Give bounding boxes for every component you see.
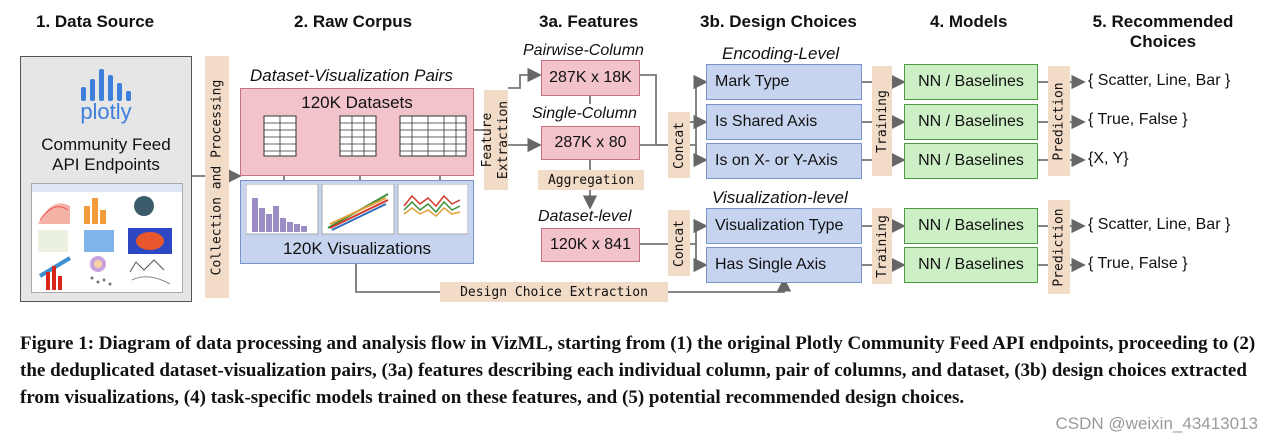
concat-top-label: Concat [668,112,690,178]
datasets-label: 120K Datasets [301,93,413,112]
dataset-level-label: Dataset-level [538,208,632,225]
header-recommended: 5. Recommended Choices [1092,12,1234,51]
visualization-thumbnails [246,184,468,235]
header-data-source: 1. Data Source [36,12,155,31]
pairwise-column-label: Pairwise-Column [523,42,644,59]
plotly-bars-icon [81,69,131,101]
aggregation-label: Aggregation [538,170,644,190]
table-icons [263,115,467,157]
encoding-level-label: Encoding-Level [722,44,840,63]
model-box-shared-axis: NN / Baselines [904,104,1038,140]
plotly-logo: plotly [80,99,132,124]
source-title-line1: Community Feed [41,135,171,154]
community-feed-thumbnail [31,183,183,293]
single-axis-box: Has Single Axis [706,247,862,283]
single-column-box: 287K x 80 [541,126,640,160]
data-source-panel: plotly Community Feed API Endpoints [20,56,192,302]
header-models: 4. Models [930,12,1008,31]
visualizations-label: 120K Visualizations [282,239,432,258]
watermark: CSDN @weixin_43413013 [1055,414,1258,433]
visualization-type-box: Visualization Type [706,208,862,244]
model-box-single-axis: NN / Baselines [904,247,1038,283]
output-mark-type: { Scatter, Line, Bar } [1088,72,1231,89]
model-box-on-axis: NN / Baselines [904,143,1038,179]
chart-gallery-icon [32,184,182,290]
on-axis-box: Is on X- or Y-Axis [706,143,862,179]
source-title-line2: API Endpoints [52,155,160,174]
mark-type-box: Mark Type [706,64,862,100]
dataset-level-box: 120K x 841 [541,228,640,262]
prediction-bottom-label: Prediction [1048,200,1070,294]
pairwise-column-box: 287K x 18K [541,60,640,96]
model-box-mark-type: NN / Baselines [904,64,1038,100]
output-shared-axis: { True, False } [1088,111,1188,128]
training-bottom-label: Training [872,208,892,284]
design-choice-extraction-label: Design Choice Extraction [440,282,668,302]
output-single-axis: { True, False } [1088,255,1188,272]
output-on-axis: {X, Y} [1088,150,1129,167]
collection-processing-label: Collection and Processing [205,56,229,298]
header-features: 3a. Features [539,12,639,31]
header-raw-corpus: 2. Raw Corpus [294,12,413,31]
visualization-level-label: Visualization-level [712,188,848,207]
model-box-vis-type: NN / Baselines [904,208,1038,244]
output-vis-type: { Scatter, Line, Bar } [1088,216,1231,233]
training-top-label: Training [872,66,892,176]
single-column-label: Single-Column [532,105,637,122]
shared-axis-box: Is Shared Axis [706,104,862,140]
feature-extraction-label: Feature Extraction [480,90,511,190]
dataset-visualization-pairs-label: Dataset-Visualization Pairs [250,66,453,85]
header-design-choices: 3b. Design Choices [700,12,857,31]
concat-bottom-label: Concat [668,210,690,276]
prediction-top-label: Prediction [1048,66,1070,176]
figure-caption: Figure 1: Diagram of data processing and… [20,333,1256,408]
